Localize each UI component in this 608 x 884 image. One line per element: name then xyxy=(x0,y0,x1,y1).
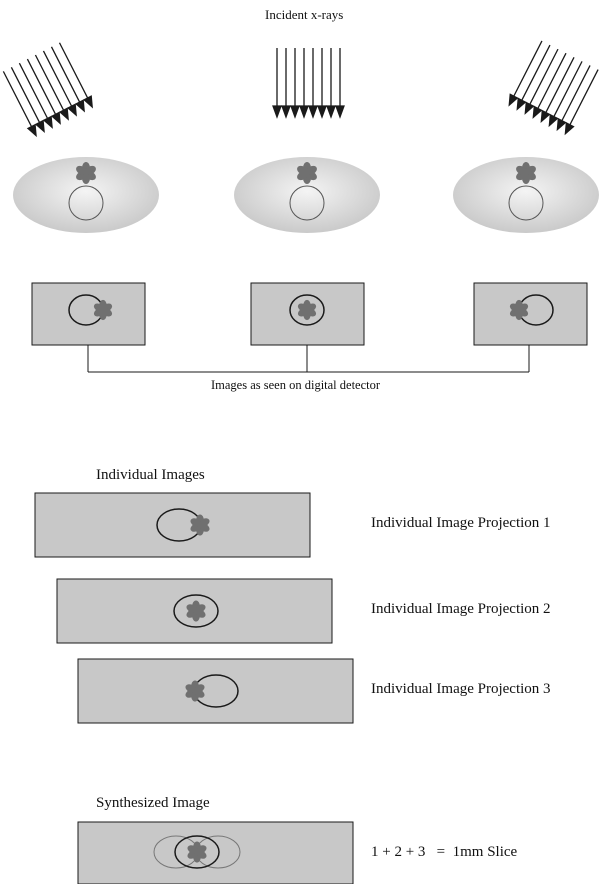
detector-caption: Images as seen on digital detector xyxy=(211,378,381,392)
circle-outline-icon xyxy=(174,835,220,869)
circle-outline-icon xyxy=(68,185,104,221)
projection-label-3: Individual Image Projection 3 xyxy=(371,681,551,697)
projection-label-1: Individual Image Projection 1 xyxy=(371,515,551,531)
synthesis-equation: 1 + 2 + 3 = 1mm Slice xyxy=(371,844,518,860)
xray-arrows-left xyxy=(2,42,93,138)
detector-image-center xyxy=(250,282,365,346)
synthesized-panel xyxy=(77,821,354,884)
xray-arrows-center xyxy=(272,48,345,119)
projection-panel-2 xyxy=(56,578,333,644)
body-section-right xyxy=(453,157,599,233)
synthesized-heading: Synthesized Image xyxy=(96,795,210,811)
circle-outline-icon xyxy=(289,294,325,326)
projection-label-2: Individual Image Projection 2 xyxy=(371,601,551,617)
xray-arrows-right xyxy=(508,40,599,136)
circle-outline-icon xyxy=(173,594,219,628)
individual-images-heading: Individual Images xyxy=(96,467,205,483)
circle-outline-icon xyxy=(289,185,325,221)
down-arrow-icon xyxy=(2,42,93,138)
circle-outline-icon xyxy=(508,185,544,221)
projection-panel-3 xyxy=(77,658,354,724)
incident-xrays-label: Incident x-rays xyxy=(265,7,344,22)
detector-image-right xyxy=(473,282,588,346)
projection-panel-1 xyxy=(34,492,311,558)
down-arrow-icon xyxy=(272,48,345,119)
body-section-left xyxy=(13,157,159,233)
detector-image-left xyxy=(31,282,146,346)
body-section-center xyxy=(234,157,380,233)
detector-connector xyxy=(87,345,530,373)
down-arrow-icon xyxy=(508,40,599,136)
